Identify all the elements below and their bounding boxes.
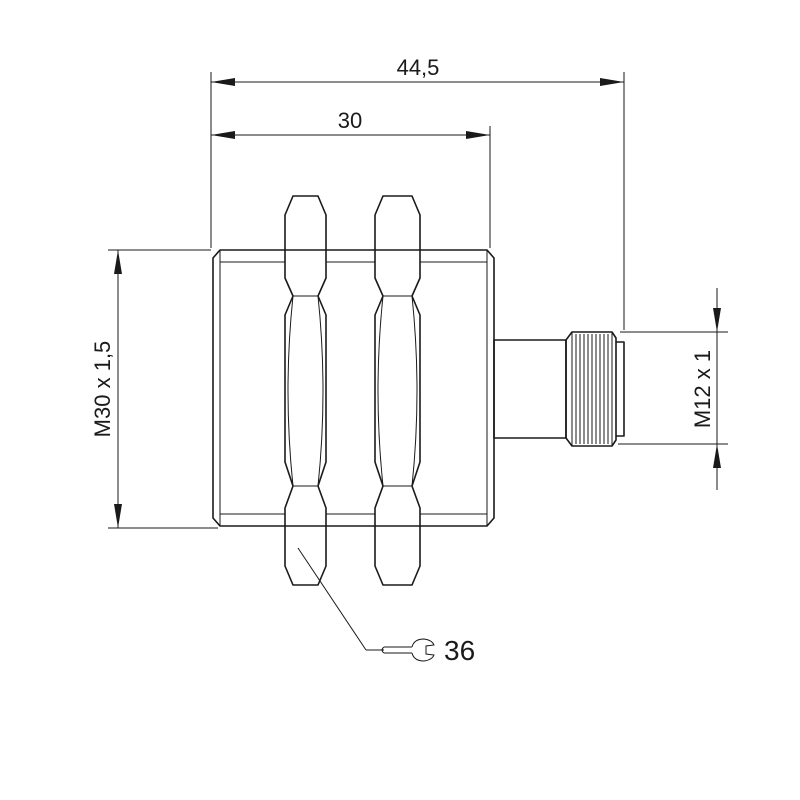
wrench-size-label: 36 — [444, 635, 475, 666]
dimension-thread-length-label: 30 — [338, 108, 362, 133]
connector-knurl — [571, 332, 613, 446]
dimension-overall-length: 44,5 — [210, 55, 625, 330]
wrench-size-callout: 36 — [297, 547, 475, 666]
lock-nut-2 — [374, 195, 421, 586]
m12-connector — [493, 331, 625, 447]
body-thread-lines — [220, 261, 487, 515]
dimension-connector-thread-label: M12 x 1 — [690, 350, 715, 428]
wrench-icon — [381, 638, 435, 662]
sensor-body — [212, 249, 495, 527]
dimension-body-thread: M30 x 1,5 — [90, 249, 218, 529]
dimension-thread-length: 30 — [211, 108, 491, 248]
dimension-body-thread-label: M30 x 1,5 — [90, 341, 115, 438]
dimension-connector-thread: M12 x 1 — [618, 288, 728, 490]
lock-nut-1 — [284, 195, 327, 586]
dimension-overall-length-label: 44,5 — [397, 55, 440, 80]
